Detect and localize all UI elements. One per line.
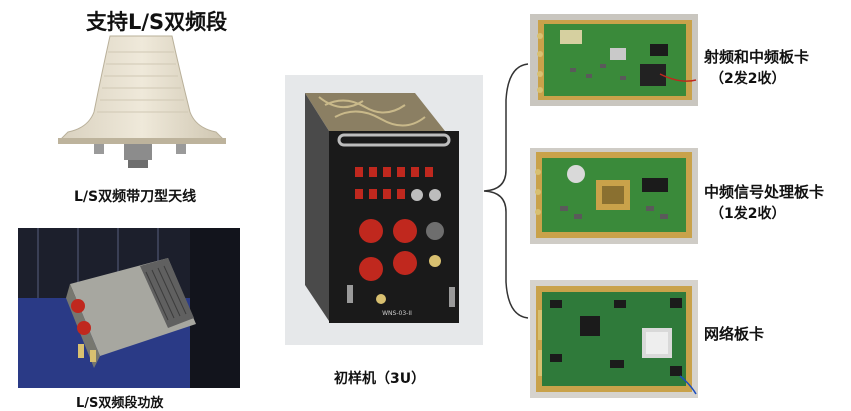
prototype-photo: WNS-03-II (285, 75, 483, 345)
amplifier-photo (18, 228, 240, 388)
if-processing-board-name: 中频信号处理板卡 (704, 183, 825, 201)
amplifier-caption: L/S双频段功放 (76, 396, 164, 411)
rf-if-board-photo (530, 14, 698, 106)
if-processing-board-detail: （1发2收） (710, 206, 786, 222)
if-processing-board-photo (530, 148, 698, 244)
prototype-caption: 初样机（3U） (334, 371, 426, 387)
page-title: 支持L/S双频段 (86, 10, 228, 34)
rf-if-board-detail: （2发2收） (710, 71, 786, 87)
network-board-photo (530, 280, 698, 398)
prototype-plate-text: WNS-03-II (382, 310, 412, 317)
bracket-connector (480, 60, 530, 322)
antenna-photo (40, 32, 240, 172)
antenna-caption: L/S双频带刀型天线 (74, 189, 197, 205)
rf-if-board-name: 射频和中频板卡 (704, 48, 810, 66)
network-board-name: 网络板卡 (704, 325, 765, 343)
